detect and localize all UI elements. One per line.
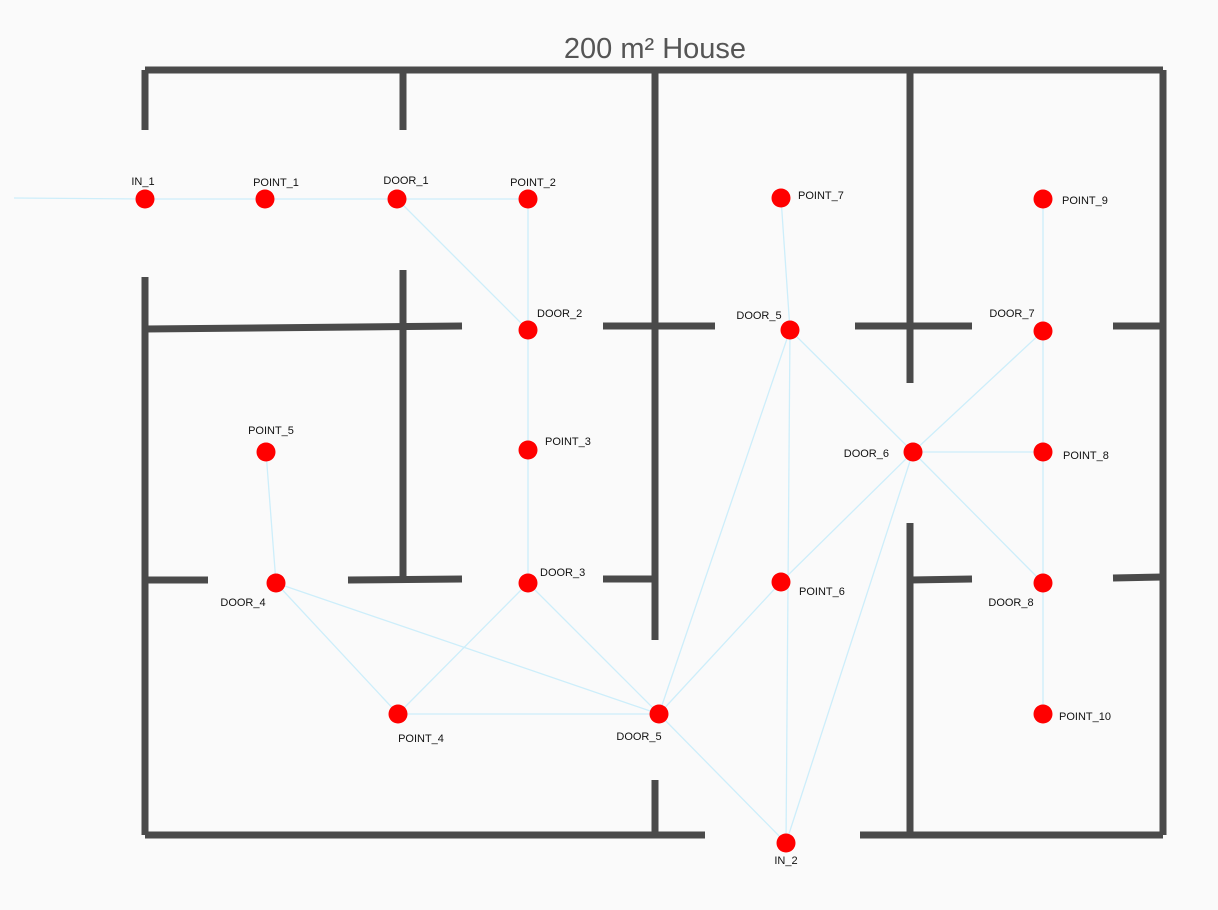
- wall-segment: [144, 322, 463, 333]
- node-label: POINT_8: [1063, 450, 1109, 462]
- node-marker: [388, 704, 408, 724]
- wall-segment: [1112, 573, 1164, 582]
- node-marker: [780, 320, 800, 340]
- node-marker: [649, 704, 669, 724]
- node-marker: [518, 573, 538, 593]
- graph-edge: [780, 451, 914, 583]
- graph-edge: [396, 198, 529, 331]
- graph-edge: [912, 330, 1044, 453]
- node-marker: [518, 189, 538, 209]
- node-label: IN_1: [131, 176, 154, 188]
- node-label: POINT_7: [798, 190, 844, 202]
- graph-edge: [658, 713, 787, 844]
- node-label: POINT_3: [545, 436, 591, 448]
- node-marker: [1033, 321, 1053, 341]
- node-label: POINT_6: [799, 586, 845, 598]
- graph-edge: [658, 329, 791, 715]
- graph-edge: [275, 582, 660, 715]
- node-label: POINT_5: [248, 425, 294, 437]
- node-label: DOOR_3: [540, 567, 585, 579]
- node-label: DOOR_6: [844, 448, 889, 460]
- wall-segment: [909, 575, 973, 584]
- node-label: POINT_1: [253, 177, 299, 189]
- node-label: POINT_10: [1059, 711, 1111, 723]
- graph-edge: [658, 581, 782, 715]
- node-marker: [266, 573, 286, 593]
- node-label: DOOR_5: [616, 731, 661, 743]
- node-marker: [1033, 442, 1053, 462]
- node-label: POINT_2: [510, 177, 556, 189]
- graph-edge: [785, 451, 914, 844]
- walls: [141, 66, 1167, 839]
- node-marker: [256, 442, 276, 462]
- node-marker: [903, 442, 923, 462]
- node-marker: [776, 833, 796, 853]
- node-label: POINT_4: [398, 733, 444, 745]
- graph-edge: [527, 582, 660, 715]
- node-label: DOOR_8: [988, 597, 1033, 609]
- node-marker: [135, 189, 155, 209]
- graph-edge-entrance: [13, 197, 146, 200]
- node-label: DOOR_7: [989, 308, 1034, 320]
- node-label: IN_2: [774, 855, 797, 867]
- graph-edge: [397, 582, 529, 715]
- node-marker: [771, 188, 791, 208]
- node-label: DOOR_4: [220, 597, 265, 609]
- graph-edge: [912, 451, 1044, 584]
- graph-edge: [275, 582, 399, 715]
- graph-edge: [789, 329, 914, 453]
- graph-edge: [265, 451, 277, 584]
- node-marker: [1033, 704, 1053, 724]
- node-marker: [518, 320, 538, 340]
- diagram-title: 200 m² House: [564, 33, 746, 65]
- node-marker: [518, 440, 538, 460]
- node-label: DOOR_1: [383, 175, 428, 187]
- node-label: DOOR_5: [736, 310, 781, 322]
- wall-segment: [347, 575, 463, 584]
- graph-nodes: [135, 188, 1053, 853]
- node-marker: [1033, 189, 1053, 209]
- node-marker: [387, 189, 407, 209]
- node-marker: [255, 189, 275, 209]
- graph-edge: [780, 197, 791, 331]
- node-label: POINT_9: [1062, 195, 1108, 207]
- node-marker: [771, 572, 791, 592]
- node-label: DOOR_2: [537, 308, 582, 320]
- node-marker: [1033, 573, 1053, 593]
- graph-edges: [13, 197, 1044, 844]
